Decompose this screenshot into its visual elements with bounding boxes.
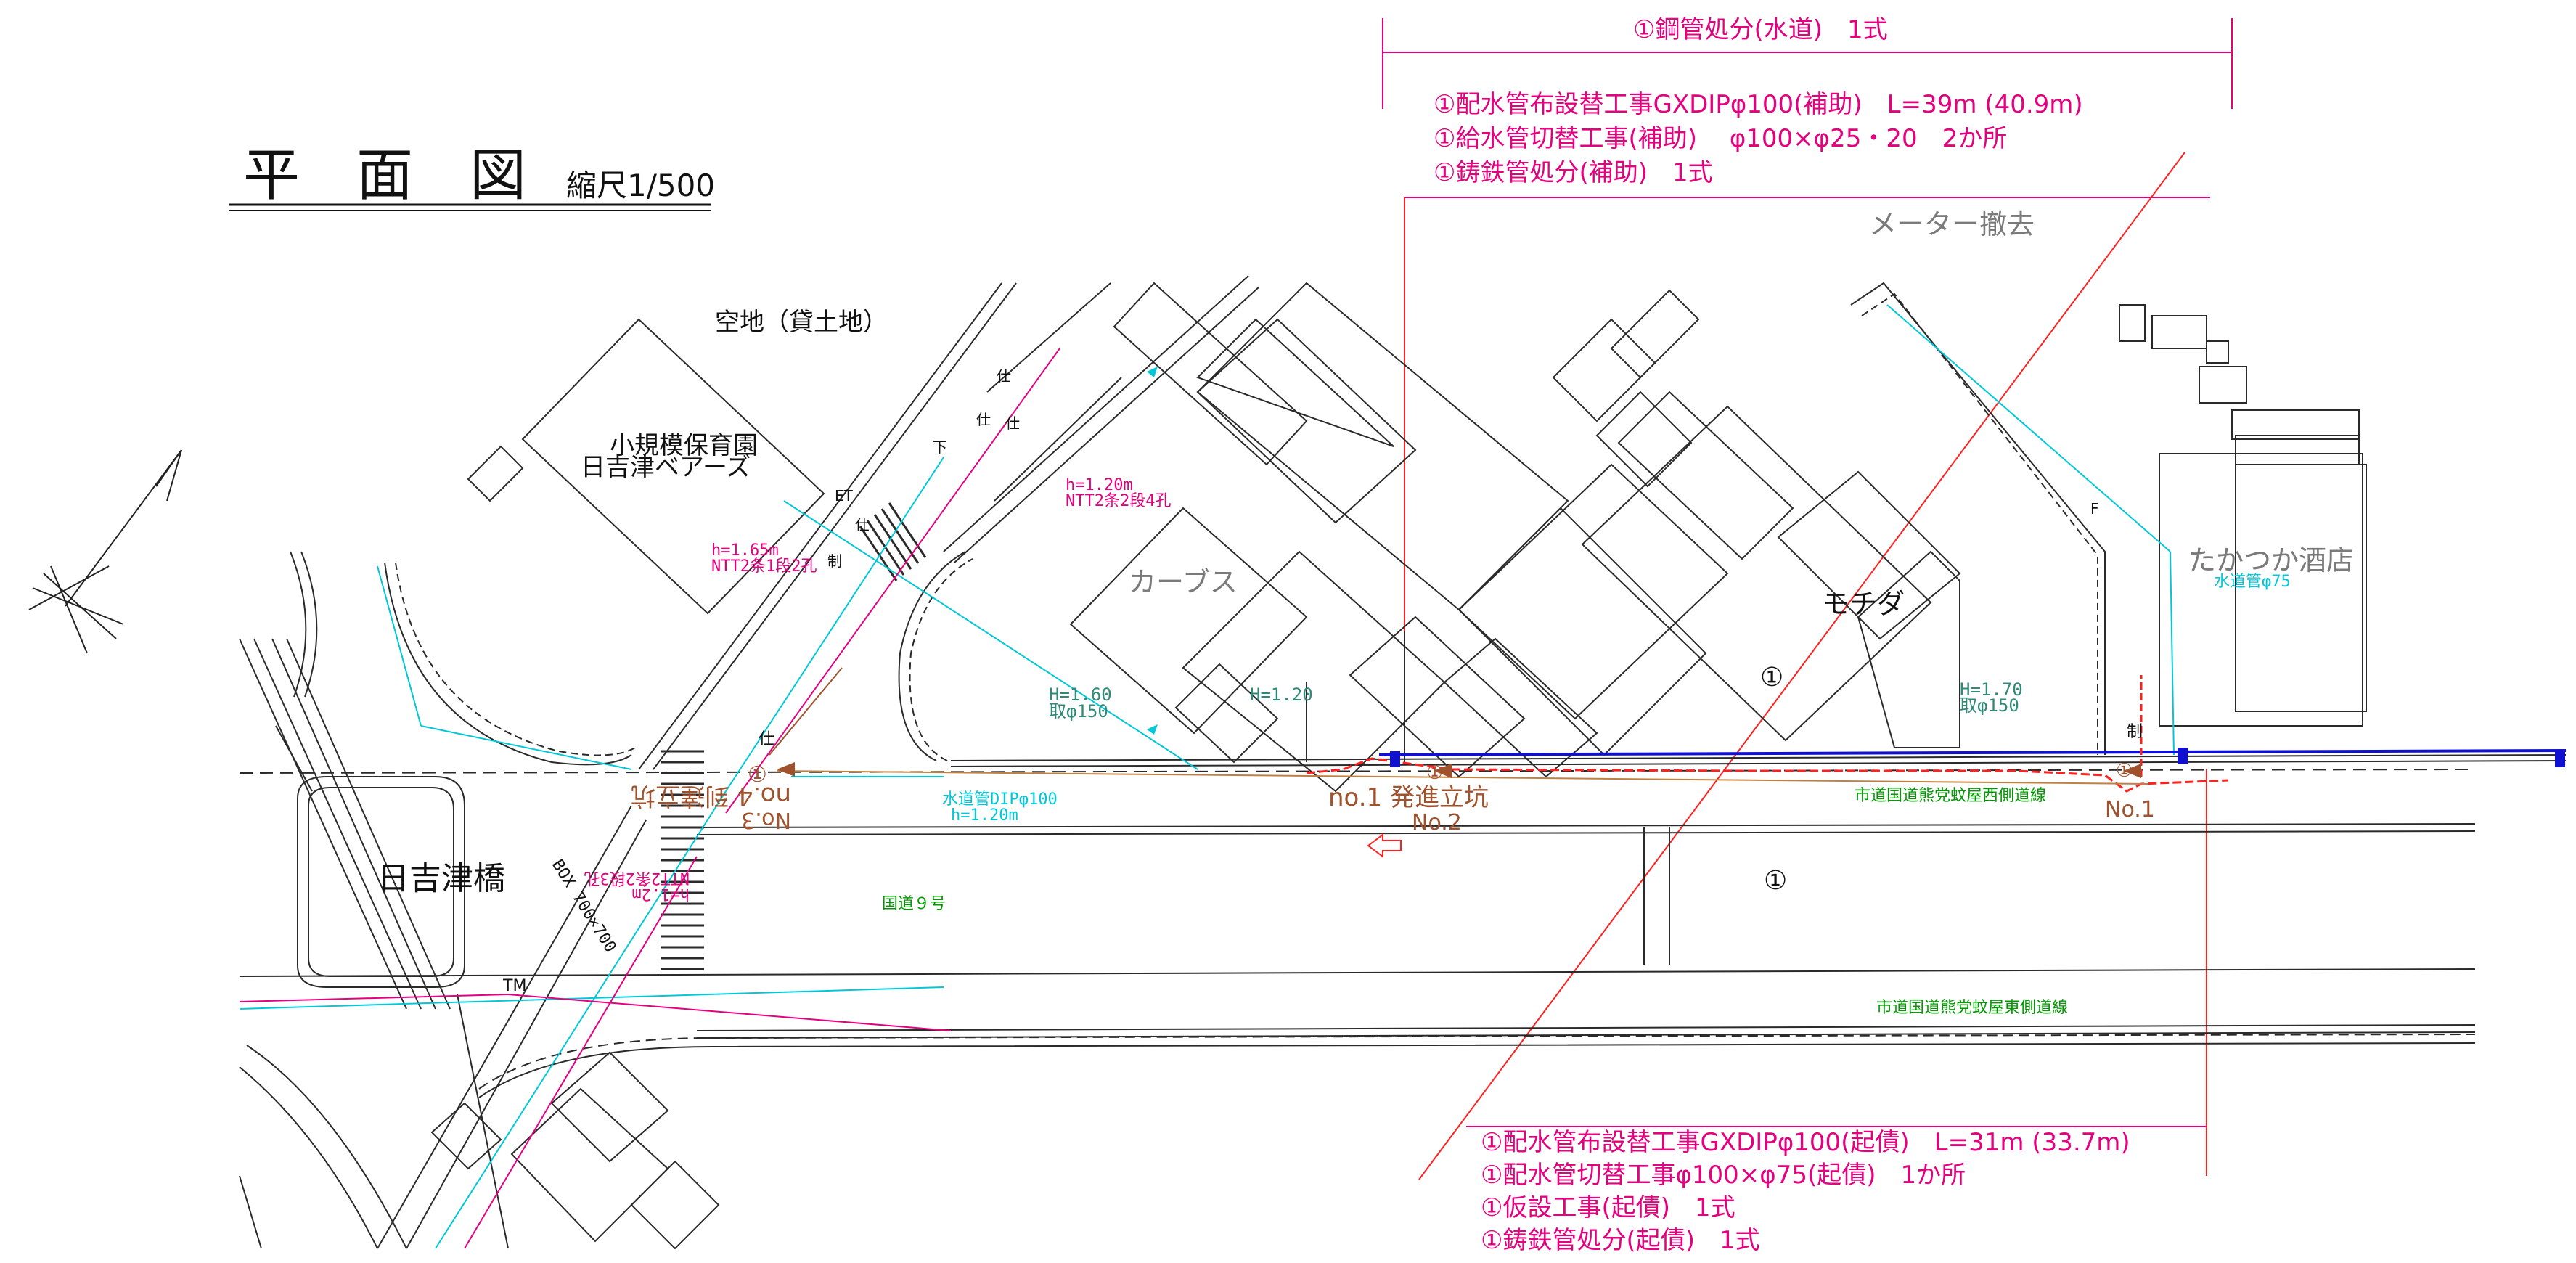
steel-pipe-disposal-note: ①鋼管処分(水道) 1式	[1633, 15, 1888, 44]
bottom-note-line-4: ①鋳鉄管処分(起債) 1式	[1481, 1226, 1760, 1255]
shi-marker-4: 仕	[855, 516, 870, 534]
no2-label: No.2	[1412, 810, 1462, 835]
circle-one-marker-3: ①	[748, 762, 767, 788]
tm-marker: TM	[502, 977, 526, 995]
shi-marker-3: 仕	[1005, 414, 1020, 432]
ntt-a-label: NTT2条2段4孔	[1066, 492, 1171, 510]
direction-arrow-icon	[1367, 833, 1402, 858]
drawing-title: 平 面 図	[243, 143, 526, 208]
depth-170: H=1.70	[1960, 679, 2023, 700]
fittings	[777, 367, 2565, 778]
title-block: 平 面 図 縮尺1/500	[229, 143, 715, 211]
bottom-notes: ①配水管布設替工事GXDIPφ100(起債) L=31m (33.7m) ①配水…	[1466, 1126, 2207, 1255]
vacant-lot-label: 空地（貸土地）	[715, 308, 888, 337]
utility-labels: h=1.20m NTT2条2段4孔 h=1.65m NTT2条1段2孔 h=1.…	[502, 367, 2291, 995]
meter-removal-label: メーター撤去	[1869, 208, 2035, 240]
route9-label: 国道９号	[882, 895, 946, 913]
depth-160: H=1.60	[1049, 684, 1112, 705]
start-shaft-label: no.1 発進立坑	[1328, 783, 1489, 812]
circle-one-marker-1: ①	[1760, 663, 1783, 692]
sei-marker-1: 制	[827, 552, 842, 570]
top-notes: ①鋼管処分(水道) 1式 ①配水管布設替工事GXDIPφ100(補助) L=39…	[1382, 15, 2233, 240]
nursery-label-1: 小規模保育園	[610, 431, 758, 460]
circle-one-marker-4: ①	[1426, 762, 1443, 784]
water-dip-depth: h=1.20m	[951, 806, 1018, 825]
west-road-label: 市道国道熊党蚊屋西側道線	[1855, 787, 2046, 805]
ntt-c-label: NTT2条2段3孔	[584, 869, 690, 887]
bottom-note-line-1: ①配水管布設替工事GXDIPφ100(起債) L=31m (33.7m)	[1481, 1128, 2130, 1157]
et-marker: ET	[835, 487, 854, 504]
shi-marker-2: 仕	[976, 411, 991, 428]
water-dip-label: 水道管DIPφ100	[942, 790, 1058, 809]
curves-label: カーブス	[1129, 566, 1238, 598]
nursery-label-2: 日吉津ベアーズ	[581, 453, 751, 482]
top-note-line-3: ①鋳鉄管処分(補助) 1式	[1434, 158, 1713, 187]
water-75-label: 水道管φ75	[2214, 573, 2291, 591]
bottom-note-line-3: ①仮設工事(起債) 1式	[1481, 1193, 1735, 1222]
ntt-a-depth: h=1.20m	[1066, 476, 1133, 494]
east-road-label: 市道国道熊党蚊屋東側道線	[1876, 999, 2068, 1017]
top-note-line-1: ①配水管布設替工事GXDIPφ100(補助) L=39m (40.9m)	[1434, 90, 2083, 119]
shi-marker-5: 仕	[759, 730, 774, 748]
top-note-line-2: ①給水管切替工事(補助) φ100×φ25・20 2か所	[1434, 124, 2007, 153]
hiezu-bridge-label: 日吉津橋	[377, 860, 505, 897]
intake-150-a: 取φ150	[1049, 701, 1108, 722]
mochida-label: モチダ	[1822, 588, 1905, 620]
road-lines	[239, 275, 2567, 1249]
ge-marker: 下	[933, 438, 947, 456]
intake-150-b: 取φ150	[1960, 695, 2019, 716]
takatsuka-label: たかつか酒店	[2188, 544, 2354, 576]
circle-one-marker-2: ①	[1764, 866, 1787, 896]
place-labels: 空地（貸土地） 小規模保育園 日吉津ベアーズ カーブス モチダ たかつか酒店 日…	[377, 308, 2354, 1017]
ntt-b-depth: h=1.65m	[711, 541, 779, 560]
depth-120: H=1.20	[1250, 684, 1313, 705]
no1-label: No.1	[2105, 797, 2155, 822]
ntt-b-label: NTT2条1段2孔	[711, 557, 817, 576]
f-marker: F	[2090, 500, 2099, 518]
ntt-c-depth: h=1.2m	[632, 885, 690, 903]
buildings	[430, 282, 2367, 1250]
north-arrow-icon	[28, 449, 182, 654]
bottom-note-line-2: ①配水管切替工事φ100×φ75(起債) 1か所	[1481, 1161, 1966, 1190]
utility-lines	[239, 304, 2567, 1249]
shi-marker-1: 仕	[997, 367, 1011, 385]
arrival-shaft-label: no.4 到達立坑	[631, 781, 791, 810]
no3-label: No.3	[741, 807, 791, 833]
drawing-scale: 縮尺1/500	[566, 168, 715, 203]
sei-marker-2: 制	[2127, 723, 2143, 741]
